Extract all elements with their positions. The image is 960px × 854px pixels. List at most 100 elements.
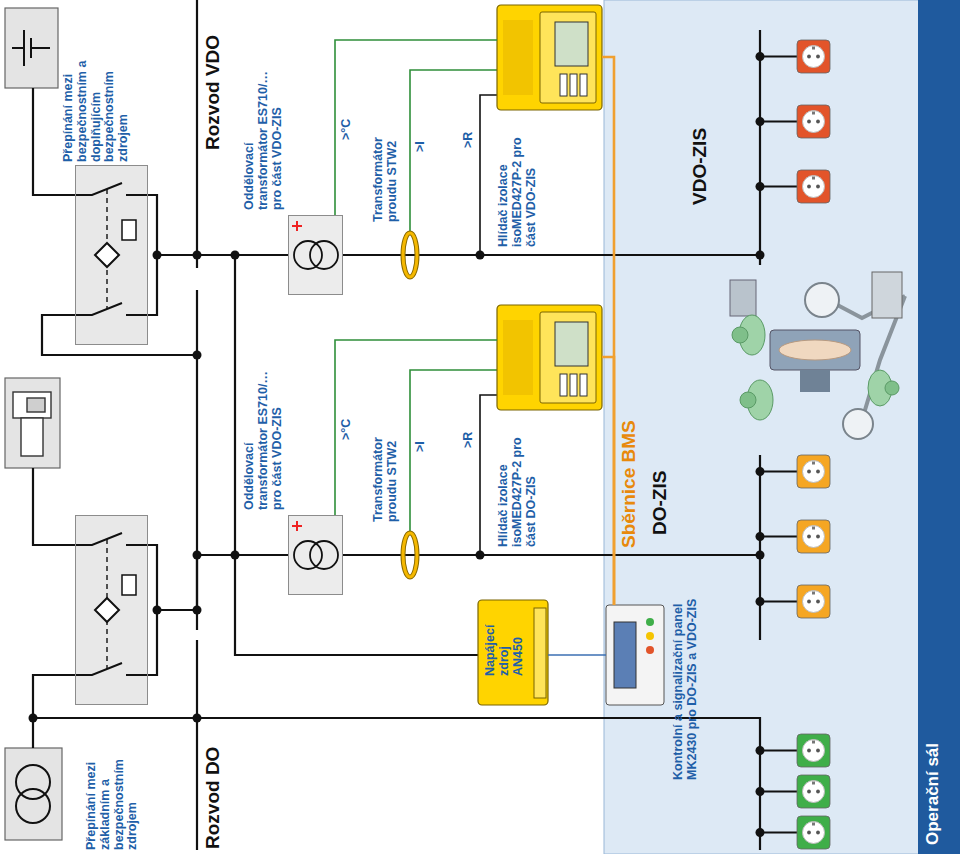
isolating-transformer-symbol: [292, 221, 302, 531]
text-label: >I: [414, 428, 429, 452]
wire-connector: [335, 40, 497, 215]
insulation-monitor-device: [497, 5, 602, 110]
junction-dot: [756, 787, 765, 796]
junction-dot: [231, 551, 240, 560]
generator-symbol: [13, 392, 51, 418]
junction-dot: [193, 351, 202, 360]
transformer-box-outline: [288, 215, 343, 295]
power-wire: [148, 610, 157, 675]
text-label: Oddělovací transformátor ES710/… pro čás…: [243, 68, 303, 210]
junction-dot: [153, 606, 162, 615]
power-wire: [760, 751, 797, 833]
power-supply: Napájecí zdroj AN450: [478, 600, 548, 705]
text-label: Přepínání mezi základním a bezpečnostním…: [85, 728, 150, 850]
control-panel-outline: [606, 605, 664, 705]
current-transformer-ring: [403, 233, 417, 577]
wire-connector: [548, 654, 606, 656]
changeover-switch-symbol: [95, 598, 119, 622]
current-transformer-ring: [403, 233, 417, 277]
junction-dot: [193, 606, 202, 615]
control-panel-device: [646, 618, 654, 626]
socket-outlet: [797, 40, 830, 73]
socket-outlet: [797, 455, 830, 488]
junction-dot: [756, 828, 765, 837]
text-label: Sběrnice BMS: [619, 370, 646, 548]
changeover-switch-symbol: [75, 183, 148, 675]
junction-dot: [231, 251, 240, 260]
wire-connector: [148, 545, 288, 610]
changeover-switch-symbol: [75, 533, 148, 675]
source-box: [5, 378, 60, 468]
operating-room-illustration: [872, 272, 902, 318]
wire-connector: [602, 57, 614, 605]
text-label: >I: [414, 128, 429, 152]
current-transformer-ring: [403, 233, 417, 277]
socket-outlet: [797, 170, 830, 203]
power-wire: [42, 315, 197, 355]
transformer-box: Oddělovací transformátor ES710/… pro čás…: [243, 68, 343, 295]
text-label: >R: [462, 120, 478, 148]
changeover-switch-symbol: [122, 220, 136, 240]
socket-outlet: [797, 105, 830, 138]
junction-dot: [756, 551, 765, 560]
operating-room-ground: [918, 0, 960, 854]
insulation-monitor-outline: [497, 305, 602, 410]
operating-room-illustration: [740, 392, 756, 408]
junction-dot: [756, 597, 765, 606]
operating-room-ground: [604, 0, 960, 854]
operating-room-illustration: [732, 327, 748, 343]
junction-dot: [756, 117, 765, 126]
operating-room-illustration: [770, 330, 860, 370]
wire-connector: [335, 340, 497, 515]
junction-dot: [476, 251, 485, 260]
switch-box-fill: [75, 165, 148, 345]
control-panel-device: [646, 632, 654, 640]
generator-symbol: [21, 418, 43, 456]
switch-box-outline: [75, 165, 148, 345]
junction-dot: [29, 52, 765, 837]
power-wire: [196, 640, 198, 850]
junction-dot: [756, 182, 765, 191]
power-wire: [33, 468, 75, 545]
insulation-monitor: Hlídač izolace isoMED427P-2 pro část VDO…: [497, 5, 602, 247]
insulation-monitor: Hlídač izolace isoMED427P-2 pro část DO-…: [497, 305, 602, 547]
generator-symbol: [13, 392, 51, 456]
socket-outlet: [797, 40, 830, 849]
junction-dot: [193, 714, 202, 723]
wire-connector: [602, 357, 614, 605]
text-label: Hlídač izolace isoMED427P-2 pro část DO-…: [497, 412, 560, 547]
operating-room-illustration: [730, 272, 905, 439]
operating-room-illustration: [843, 409, 873, 439]
generator-symbol: [27, 398, 45, 412]
isolating-transformer-symbol: [294, 241, 322, 269]
junction-dot: [29, 714, 38, 723]
text-label: Kontrolní a signalizační panel MK2430 pr…: [672, 565, 735, 780]
isolating-transformer-symbol: [294, 541, 322, 569]
power-wire: [148, 255, 157, 315]
socket-outlet: [797, 816, 830, 849]
junction-dot: [756, 467, 765, 476]
junction-dot: [756, 251, 765, 260]
text-label: DO-ZIS: [650, 440, 676, 535]
grid-transformer-symbol: [16, 789, 50, 823]
text-label: Přepínání mezi bezpečnostním a doplňujíc…: [62, 38, 132, 162]
operating-room-illustration: [885, 381, 899, 395]
switch-box-fill: [75, 165, 148, 705]
text-label: Napájecí zdroj AN450: [484, 606, 532, 676]
text-label: >°C: [340, 410, 356, 440]
switch-box-outline: [75, 515, 148, 705]
switch-box: Přepínání mezi základním a bezpečnostním…: [75, 515, 150, 850]
junction-dot: [756, 532, 765, 541]
isolating-transformer-symbol: [310, 241, 338, 269]
control-panel-device: [606, 605, 664, 705]
text-label: >R: [462, 420, 478, 448]
junction-dot: [756, 52, 765, 61]
grid-transformer-symbol: [16, 765, 50, 823]
socket-outlet: [797, 520, 830, 553]
isolating-transformer-symbol: [294, 241, 338, 569]
operating-room-band-outline: [604, 0, 960, 854]
text-label: Transformátor proudu STW2: [372, 100, 406, 222]
